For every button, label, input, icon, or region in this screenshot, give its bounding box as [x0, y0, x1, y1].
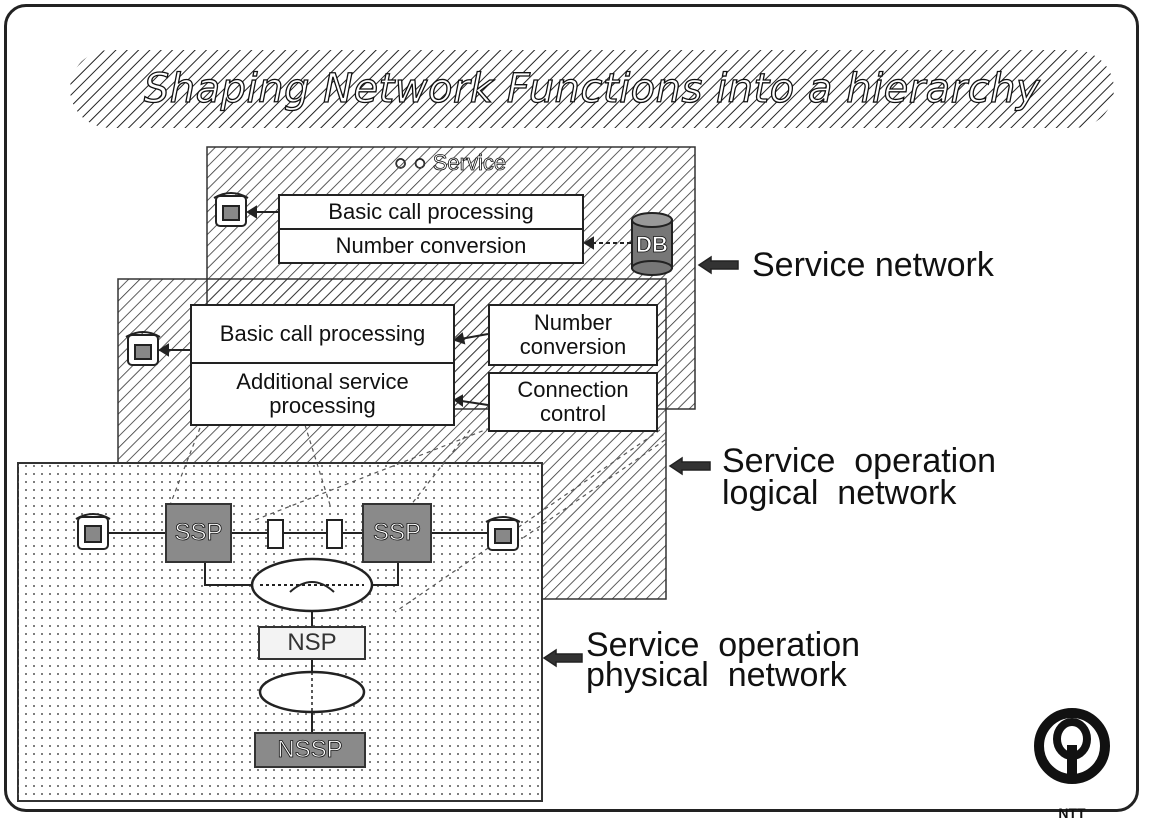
nsp-node: NSP	[258, 626, 366, 660]
physical-network-label-line2: physical network	[586, 656, 847, 694]
arrow-icon	[542, 648, 583, 668]
phone-icon	[485, 516, 521, 551]
service-network-label: Service network	[752, 246, 994, 284]
phone-icon	[75, 513, 111, 550]
logical-basic-call-box: Basic call processing	[190, 304, 455, 364]
arrow-icon	[697, 255, 739, 275]
logo-text: NTT	[1058, 805, 1086, 821]
logical-connection-control-box: Connection control	[488, 372, 658, 432]
phone-icon	[125, 331, 161, 366]
ssp-left-node: SSP	[165, 503, 232, 563]
phone-icon	[213, 192, 249, 227]
database-icon	[631, 212, 673, 276]
page-title: Shaping Network Functions into a hierarc…	[143, 65, 1041, 112]
logical-network-label-line1: Service operation	[722, 442, 997, 480]
db-label: DB	[636, 232, 668, 257]
upper-network-ellipse	[250, 557, 374, 613]
title-banner: Shaping Network Functions into a hierarc…	[70, 50, 1114, 128]
title-hatch	[70, 50, 1114, 128]
logical-number-conversion-box: Number conversion	[488, 304, 658, 366]
service-number-conversion-box: Number conversion	[278, 228, 584, 264]
service-header: ○ ○ Service	[393, 150, 507, 176]
ssp-right-node: SSP	[362, 503, 432, 563]
logical-network-label-line2: logical network	[722, 474, 957, 512]
service-basic-call-box: Basic call processing	[278, 194, 584, 230]
arrow-icon	[668, 456, 711, 476]
ntt-logo	[1034, 708, 1110, 784]
physical-network-label-line1: Service operation	[586, 626, 861, 664]
projection-lines	[169, 424, 666, 613]
nssp-node: NSSP	[254, 732, 366, 768]
logical-additional-service-box: Additional service processing	[190, 362, 455, 426]
